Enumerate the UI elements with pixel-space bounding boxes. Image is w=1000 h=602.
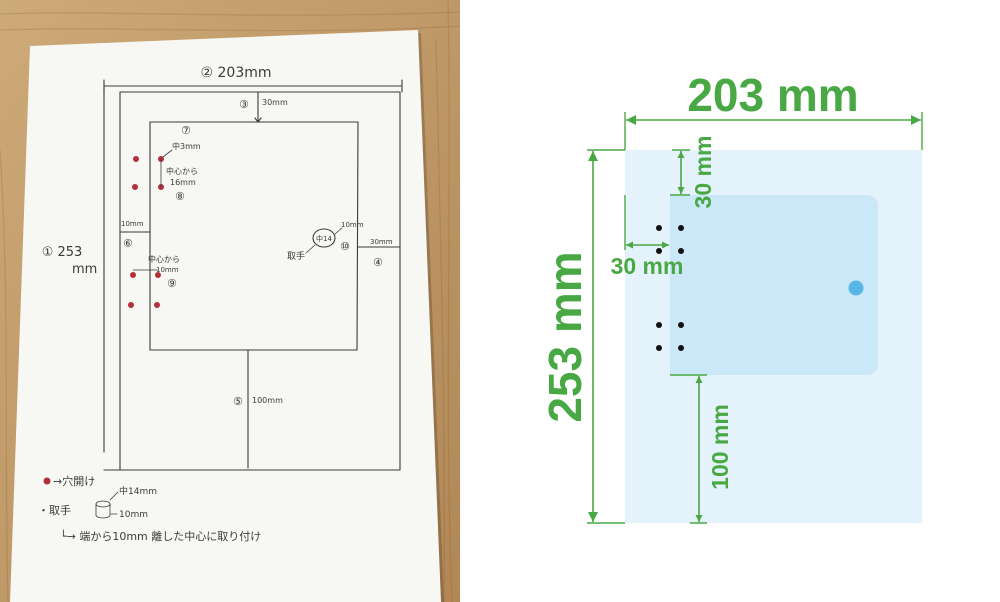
sketch-hole-spacing-line [160,149,173,188]
sketch-hole-spacing-text: 中心から [166,166,198,176]
sketch-hole-diameter: 中3mm [172,141,201,151]
legend-handle-diameter: 中14mm [119,485,157,497]
side-offset-label: 30 mm [611,253,684,279]
sketch-plate-outline [149,121,359,351]
legend-handle-depth: 10mm [119,510,148,520]
sketch-width-label: ② 203mm [201,65,272,81]
sketch-hole [130,272,136,278]
sketch-right-marker: ④ [373,256,383,269]
sketch-photo: ② 203mm ① 253 mm ③ 30mm ⑦ 中3mm 中心から 16mm… [0,0,460,602]
legend-mounting-note: └→ 端から10mm 離した中心に取り付け [60,529,261,543]
sketch-top-marker: ③ [239,98,249,111]
wood-grain [0,0,460,602]
sketch-handle-diameter: 中14 [316,234,332,243]
width-label: 203 mm [687,69,858,121]
sketch-hole-offset-text: 中心から [148,254,180,264]
mounting-hole [678,322,684,328]
sketch-hole-offset-value: 10mm [156,266,179,274]
sketch-bottom-marker: ⑤ [233,395,243,408]
dimension-diagram: 203 mm 253 mm 30 mm 30 mm 100 mm [539,69,923,524]
legend-handle-drawing [95,491,119,519]
sketch-hole-spacing-value: 16mm [170,178,196,187]
legend-hole-dot [43,477,51,485]
sketch-height-label-number: ① 253 [42,245,83,260]
sketch-left-value: 10mm [121,220,144,228]
sketch-hole-top-marker: ⑦ [181,124,191,137]
sketch-hole [133,156,139,162]
sketch-hole [132,184,138,190]
mounting-hole [656,225,662,231]
mounting-hole [678,248,684,254]
top-offset-label: 30 mm [690,136,716,209]
legend-hole-label: →穴開け [53,474,95,488]
sketch-hole [154,302,160,308]
sketch-handle-depth: 10mm [341,221,364,229]
inner-plate [670,195,878,375]
handle-knob [848,280,864,296]
sketch-hole [155,272,161,278]
sketch-board-outline [103,91,401,471]
mounting-hole [656,345,662,351]
paper-sheet [10,30,441,602]
sketch-top-value: 30mm [262,98,288,107]
sketch-top-dimension-line [254,91,262,123]
sketch-hole [128,302,134,308]
mounting-hole [656,248,662,254]
sketch-handle-marker: ⑩ [340,240,350,253]
sketch-bottom-value: 100mm [252,396,283,405]
sketch-right-value: 30mm [370,238,393,246]
mounting-hole [656,322,662,328]
mounting-hole [678,345,684,351]
bottom-offset-label: 100 mm [707,404,733,490]
sketch-hole-spacing-marker: ⑧ [175,190,185,203]
sketch-handle-circle [312,228,336,248]
sketch-hole-offset-marker: ⑨ [167,277,177,290]
legend-handle-label: ・取手 [38,503,71,517]
sketch-height-label-unit: mm [72,262,97,277]
sketch-handle-label: 取手 [287,250,305,262]
sketch-left-marker: ⑥ [123,237,133,250]
sketch-handle-leader-lines [305,227,343,254]
mounting-hole [678,225,684,231]
height-label: 253 mm [539,251,591,422]
